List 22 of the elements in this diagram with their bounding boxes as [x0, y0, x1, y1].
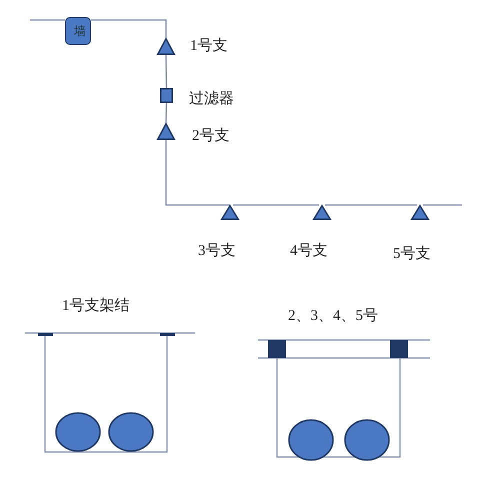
wall-block	[65, 17, 91, 45]
support-label: 5号支	[393, 245, 430, 263]
pipe-line	[233, 204, 319, 206]
support-label: 2号支	[192, 127, 230, 145]
support-triangle	[221, 205, 239, 220]
support-triangle	[411, 205, 429, 220]
pipe-line	[165, 102, 168, 124]
pipe-line	[91, 19, 167, 38]
section-title: 2、3、4、5号	[288, 307, 378, 325]
support-label: 4号支	[290, 242, 328, 260]
pipe-line	[325, 204, 417, 206]
section-title: 1号支架结	[62, 297, 130, 315]
support-triangle	[157, 38, 175, 55]
filter-square	[160, 88, 173, 103]
support-label: 过滤器	[189, 90, 234, 108]
support-label: 1号支	[190, 37, 228, 55]
support-label: 3号支	[198, 242, 236, 260]
wall-label: 墙	[74, 23, 86, 40]
support-triangle	[313, 205, 331, 220]
pipe-line	[165, 140, 230, 206]
pipe-line	[165, 55, 168, 88]
support-triangle	[157, 123, 175, 140]
